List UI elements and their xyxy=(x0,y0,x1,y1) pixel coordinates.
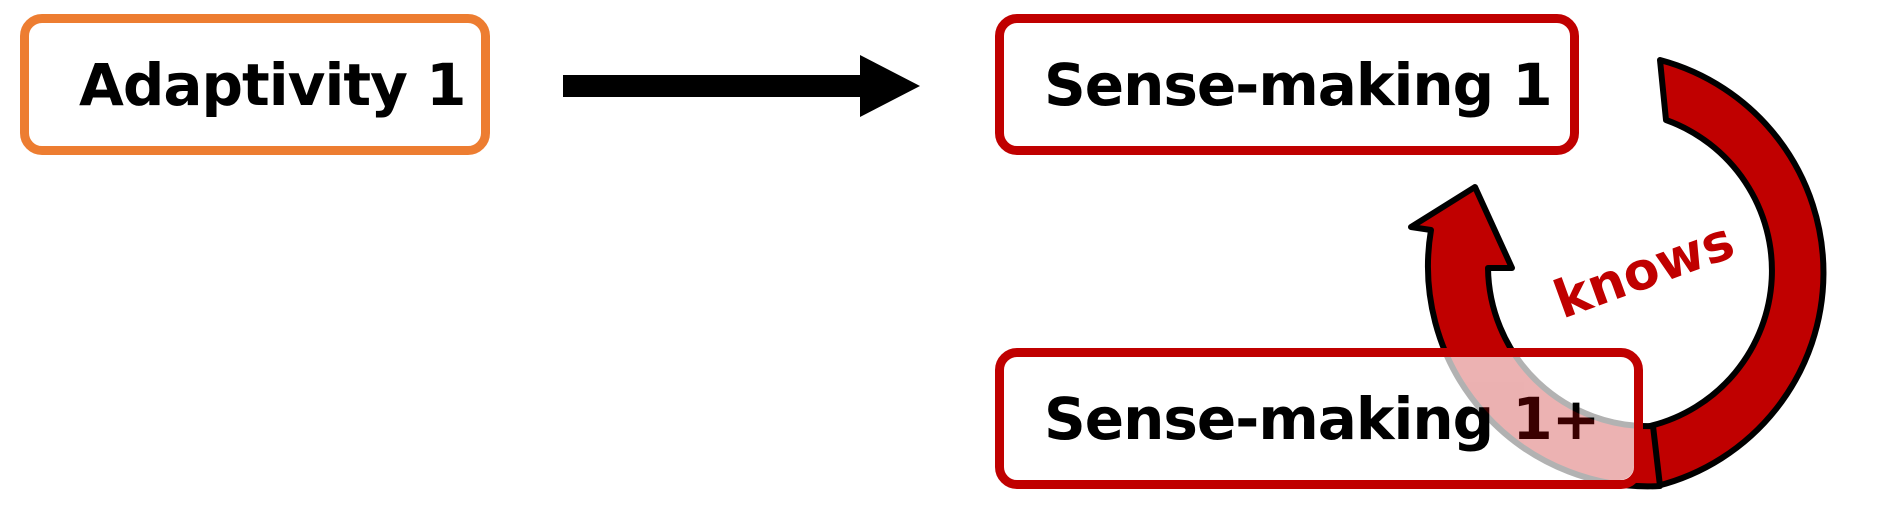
node-sense-making-1-plus: Sense-making 1+ xyxy=(995,348,1643,489)
knows-arrow-overlap-shape xyxy=(1424,357,1634,480)
node-sense-making-1: Sense-making 1 xyxy=(995,14,1579,155)
arrow-adaptivity-to-sense-making xyxy=(563,55,920,117)
node-sense-making-1-plus-label: Sense-making 1+ xyxy=(1044,384,1600,453)
arrow-adaptivity-to-sense-making-head xyxy=(860,55,920,117)
knows-arrow-right-arc xyxy=(1647,57,1827,489)
arrow-adaptivity-to-sense-making-shaft xyxy=(563,75,865,97)
node-sense-making-1-label: Sense-making 1 xyxy=(1044,50,1553,119)
node-adaptivity-1: Adaptivity 1 xyxy=(20,14,490,155)
node-adaptivity-1-label: Adaptivity 1 xyxy=(79,50,466,119)
